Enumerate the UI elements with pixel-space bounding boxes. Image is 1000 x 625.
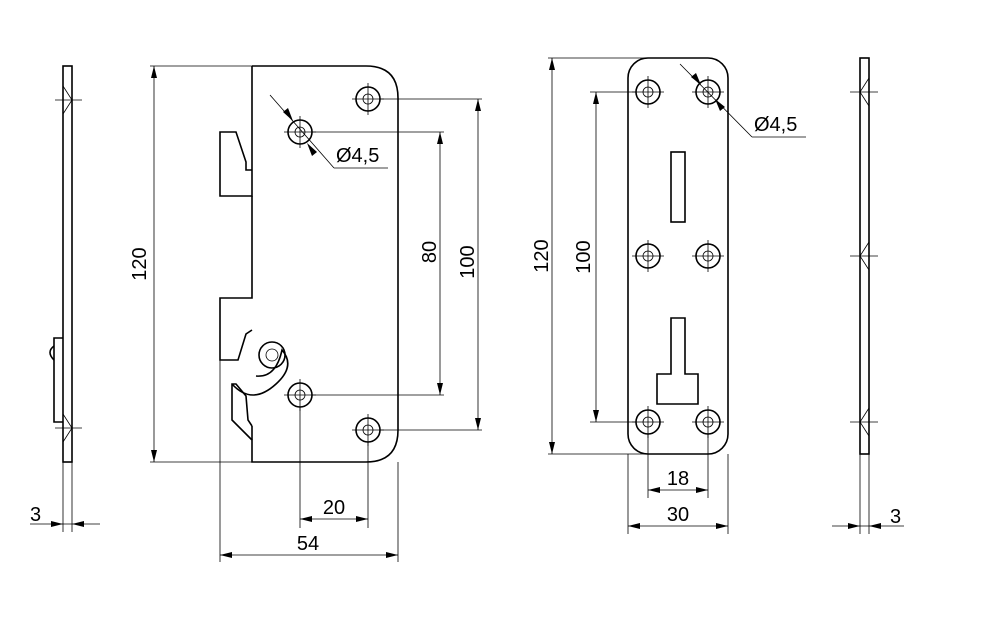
- left-plate: Ø4,5 120 80 100 20 54: [129, 65, 482, 562]
- hole-r-bottom-right: [692, 406, 724, 438]
- right-30-label: 30: [667, 504, 689, 526]
- left-20-label: 20: [323, 497, 345, 519]
- top-slot: [670, 151, 686, 223]
- right-100-label: 100: [573, 240, 595, 273]
- right-18-label: 18: [667, 468, 689, 490]
- hole-r-bottom-left: [632, 406, 664, 438]
- left-height-label: 120: [129, 247, 151, 280]
- left-thickness-label: 3: [30, 504, 41, 526]
- hole-r-mid-left: [632, 240, 664, 272]
- right-plate: Ø4,5 120 100 18 30: [531, 57, 806, 534]
- left-80-label: 80: [419, 241, 441, 263]
- hole-r-top-left: [632, 76, 664, 108]
- right-side-profile: 3: [832, 57, 904, 534]
- left-side-profile: 3: [30, 65, 100, 532]
- left-54-label: 54: [297, 533, 319, 555]
- bottom-slot: [656, 317, 699, 405]
- hole-hook: [258, 341, 286, 369]
- left-diameter-label: Ø4,5: [336, 145, 379, 167]
- hole-lower-left: [284, 379, 316, 411]
- hole-top-right: [352, 83, 384, 115]
- hole-bottom-right: [352, 414, 384, 446]
- right-height-label: 120: [531, 239, 553, 272]
- right-diameter-label: Ø4,5: [754, 114, 797, 136]
- left-100-label: 100: [457, 245, 479, 278]
- hole-r-mid-right: [692, 240, 724, 272]
- right-thickness-label: 3: [890, 506, 901, 528]
- hole-upper-left: [284, 116, 316, 148]
